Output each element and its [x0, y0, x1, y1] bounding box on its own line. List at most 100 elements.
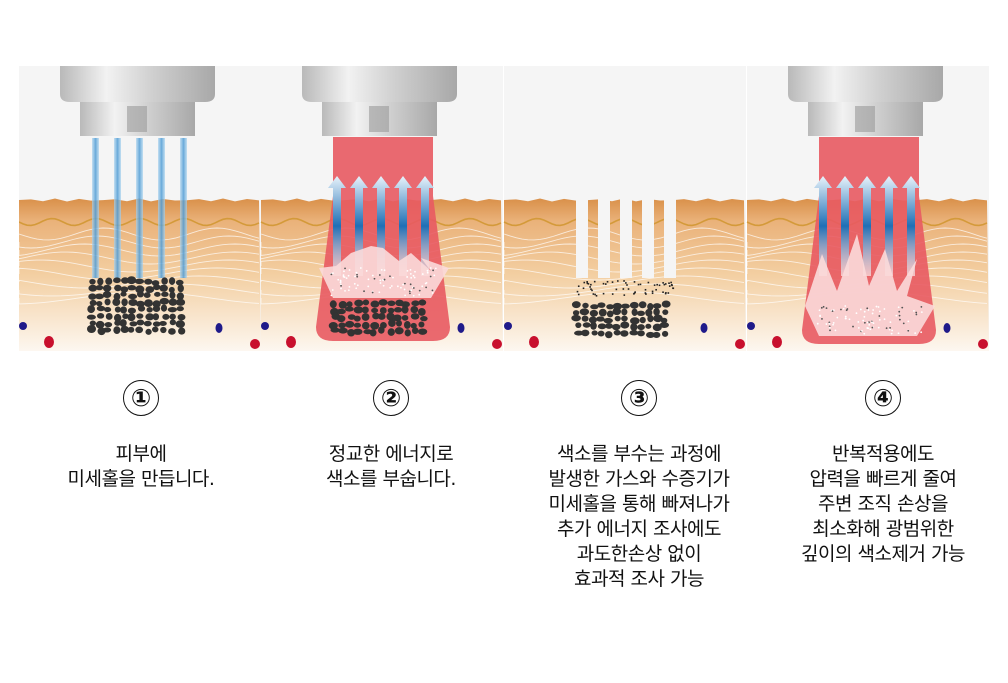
pigment-fragment: [412, 294, 415, 297]
pigment-particle: [168, 298, 178, 306]
pigment-particle: [582, 322, 591, 328]
pigment-dust: [577, 285, 580, 288]
pigment-fragment: [342, 275, 345, 278]
pigment-particle: [169, 313, 176, 320]
pigment-particle: [661, 300, 671, 308]
pigment-particle: [119, 319, 127, 328]
pigment-fragment: [348, 285, 351, 288]
pigment-fragment: [330, 294, 333, 297]
pigment-particle: [637, 330, 645, 337]
pigment-fragment: [857, 327, 860, 329]
blood-cell: [529, 336, 539, 348]
pigment-dust: [589, 286, 591, 288]
pigment-particle: [353, 322, 362, 328]
pigment-particle: [89, 278, 96, 285]
pigment-fragment: [426, 269, 429, 272]
pigment-particle: [154, 291, 161, 297]
pigment-fragment: [356, 284, 359, 287]
pigment-fragment: [844, 315, 847, 318]
pigment-particle: [591, 330, 598, 336]
pigment-particle: [168, 277, 176, 285]
pigment-fragment: [863, 310, 866, 313]
pigment-fragment: [432, 269, 435, 272]
pigment-fragment: [889, 326, 892, 329]
micro-channel: [620, 196, 632, 278]
pigment-particle: [176, 306, 184, 312]
pigment-particle: [638, 301, 647, 309]
pigment-particle: [379, 307, 387, 314]
blood-cell: [286, 336, 296, 348]
pigment-fragment: [389, 275, 391, 278]
pigment-fragment: [855, 312, 858, 315]
text-line: 압력을 빠르게 줄여: [809, 468, 957, 490]
pigment-particle: [102, 284, 112, 292]
pigment-fragment: [339, 279, 342, 282]
pigment-fragment: [915, 313, 918, 316]
pigment-fragment: [834, 329, 837, 332]
pigment-particle: [169, 319, 177, 326]
pigment-fragment: [840, 308, 842, 311]
pigment-fragment: [861, 330, 863, 332]
blood-cell: [978, 339, 988, 349]
pigment-particle: [161, 277, 168, 285]
pigment-particle: [596, 316, 605, 322]
pigment-particle: [86, 314, 96, 320]
pigment-particle: [571, 314, 581, 322]
pigment-particle: [143, 292, 151, 299]
pigment-dust: [664, 283, 667, 285]
handpiece-window: [369, 106, 389, 132]
pigment-particle: [645, 308, 653, 317]
pigment-particle: [418, 321, 425, 328]
text-line: 색소를 부숩니다.: [326, 468, 456, 490]
pigment-dust: [602, 292, 605, 295]
step-3: ③ 색소를 부수는 과정에 발생한 가스와 수증기가 미세홀을 통해 빠져나가 …: [514, 380, 764, 592]
pigment-particle: [102, 290, 112, 299]
pigment-particle: [652, 303, 662, 309]
pigment-particle: [614, 315, 621, 322]
pigment-fragment: [429, 275, 432, 278]
pigment-fragment: [872, 322, 875, 325]
pigment-particle: [122, 313, 129, 320]
pigment-particle: [582, 302, 589, 309]
pigment-fragment: [901, 306, 904, 309]
pigment-fragment: [404, 294, 406, 297]
pigment-particle: [104, 307, 112, 313]
step-number: ③: [621, 380, 657, 416]
pigment-particle: [161, 291, 169, 297]
pigment-particle: [418, 299, 427, 306]
pigment-fragment: [883, 308, 886, 310]
pigment-fragment: [895, 314, 898, 317]
pigment-fragment: [844, 317, 847, 320]
pigment-fragment: [389, 286, 392, 289]
pigment-fragment: [828, 322, 831, 325]
pigment-fragment: [907, 329, 910, 332]
pigment-particle: [636, 310, 645, 317]
pigment-particle: [336, 308, 346, 315]
pigment-dust: [645, 293, 647, 295]
pigment-particle: [647, 314, 654, 323]
pigment-fragment: [888, 328, 891, 331]
blood-cell: [215, 323, 223, 333]
pigment-fragment: [920, 331, 923, 334]
text-line: 깊이의 색소제거 가능: [801, 543, 965, 565]
pigment-particle: [605, 331, 613, 339]
pigment-fragment: [373, 277, 376, 280]
pigment-dust: [647, 281, 650, 284]
pigment-particle: [175, 279, 184, 286]
blood-cell: [747, 322, 755, 330]
text-line: 주변 조직 손상을: [818, 493, 948, 515]
pigment-particle: [606, 310, 614, 318]
pigment-particle: [175, 320, 186, 328]
pigment-fragment: [348, 269, 351, 271]
pigment-fragment: [915, 311, 918, 314]
pigment-fragment: [883, 318, 886, 321]
pigment-fragment: [863, 321, 866, 324]
pigment-fragment: [396, 285, 399, 288]
pigment-particle: [135, 300, 145, 308]
pigment-fragment: [340, 283, 342, 286]
panel-4: [746, 66, 989, 354]
pigment-fragment: [340, 284, 342, 287]
pigment-dust: [611, 293, 614, 295]
pigment-particle: [113, 277, 121, 284]
pigment-particle: [112, 298, 121, 306]
